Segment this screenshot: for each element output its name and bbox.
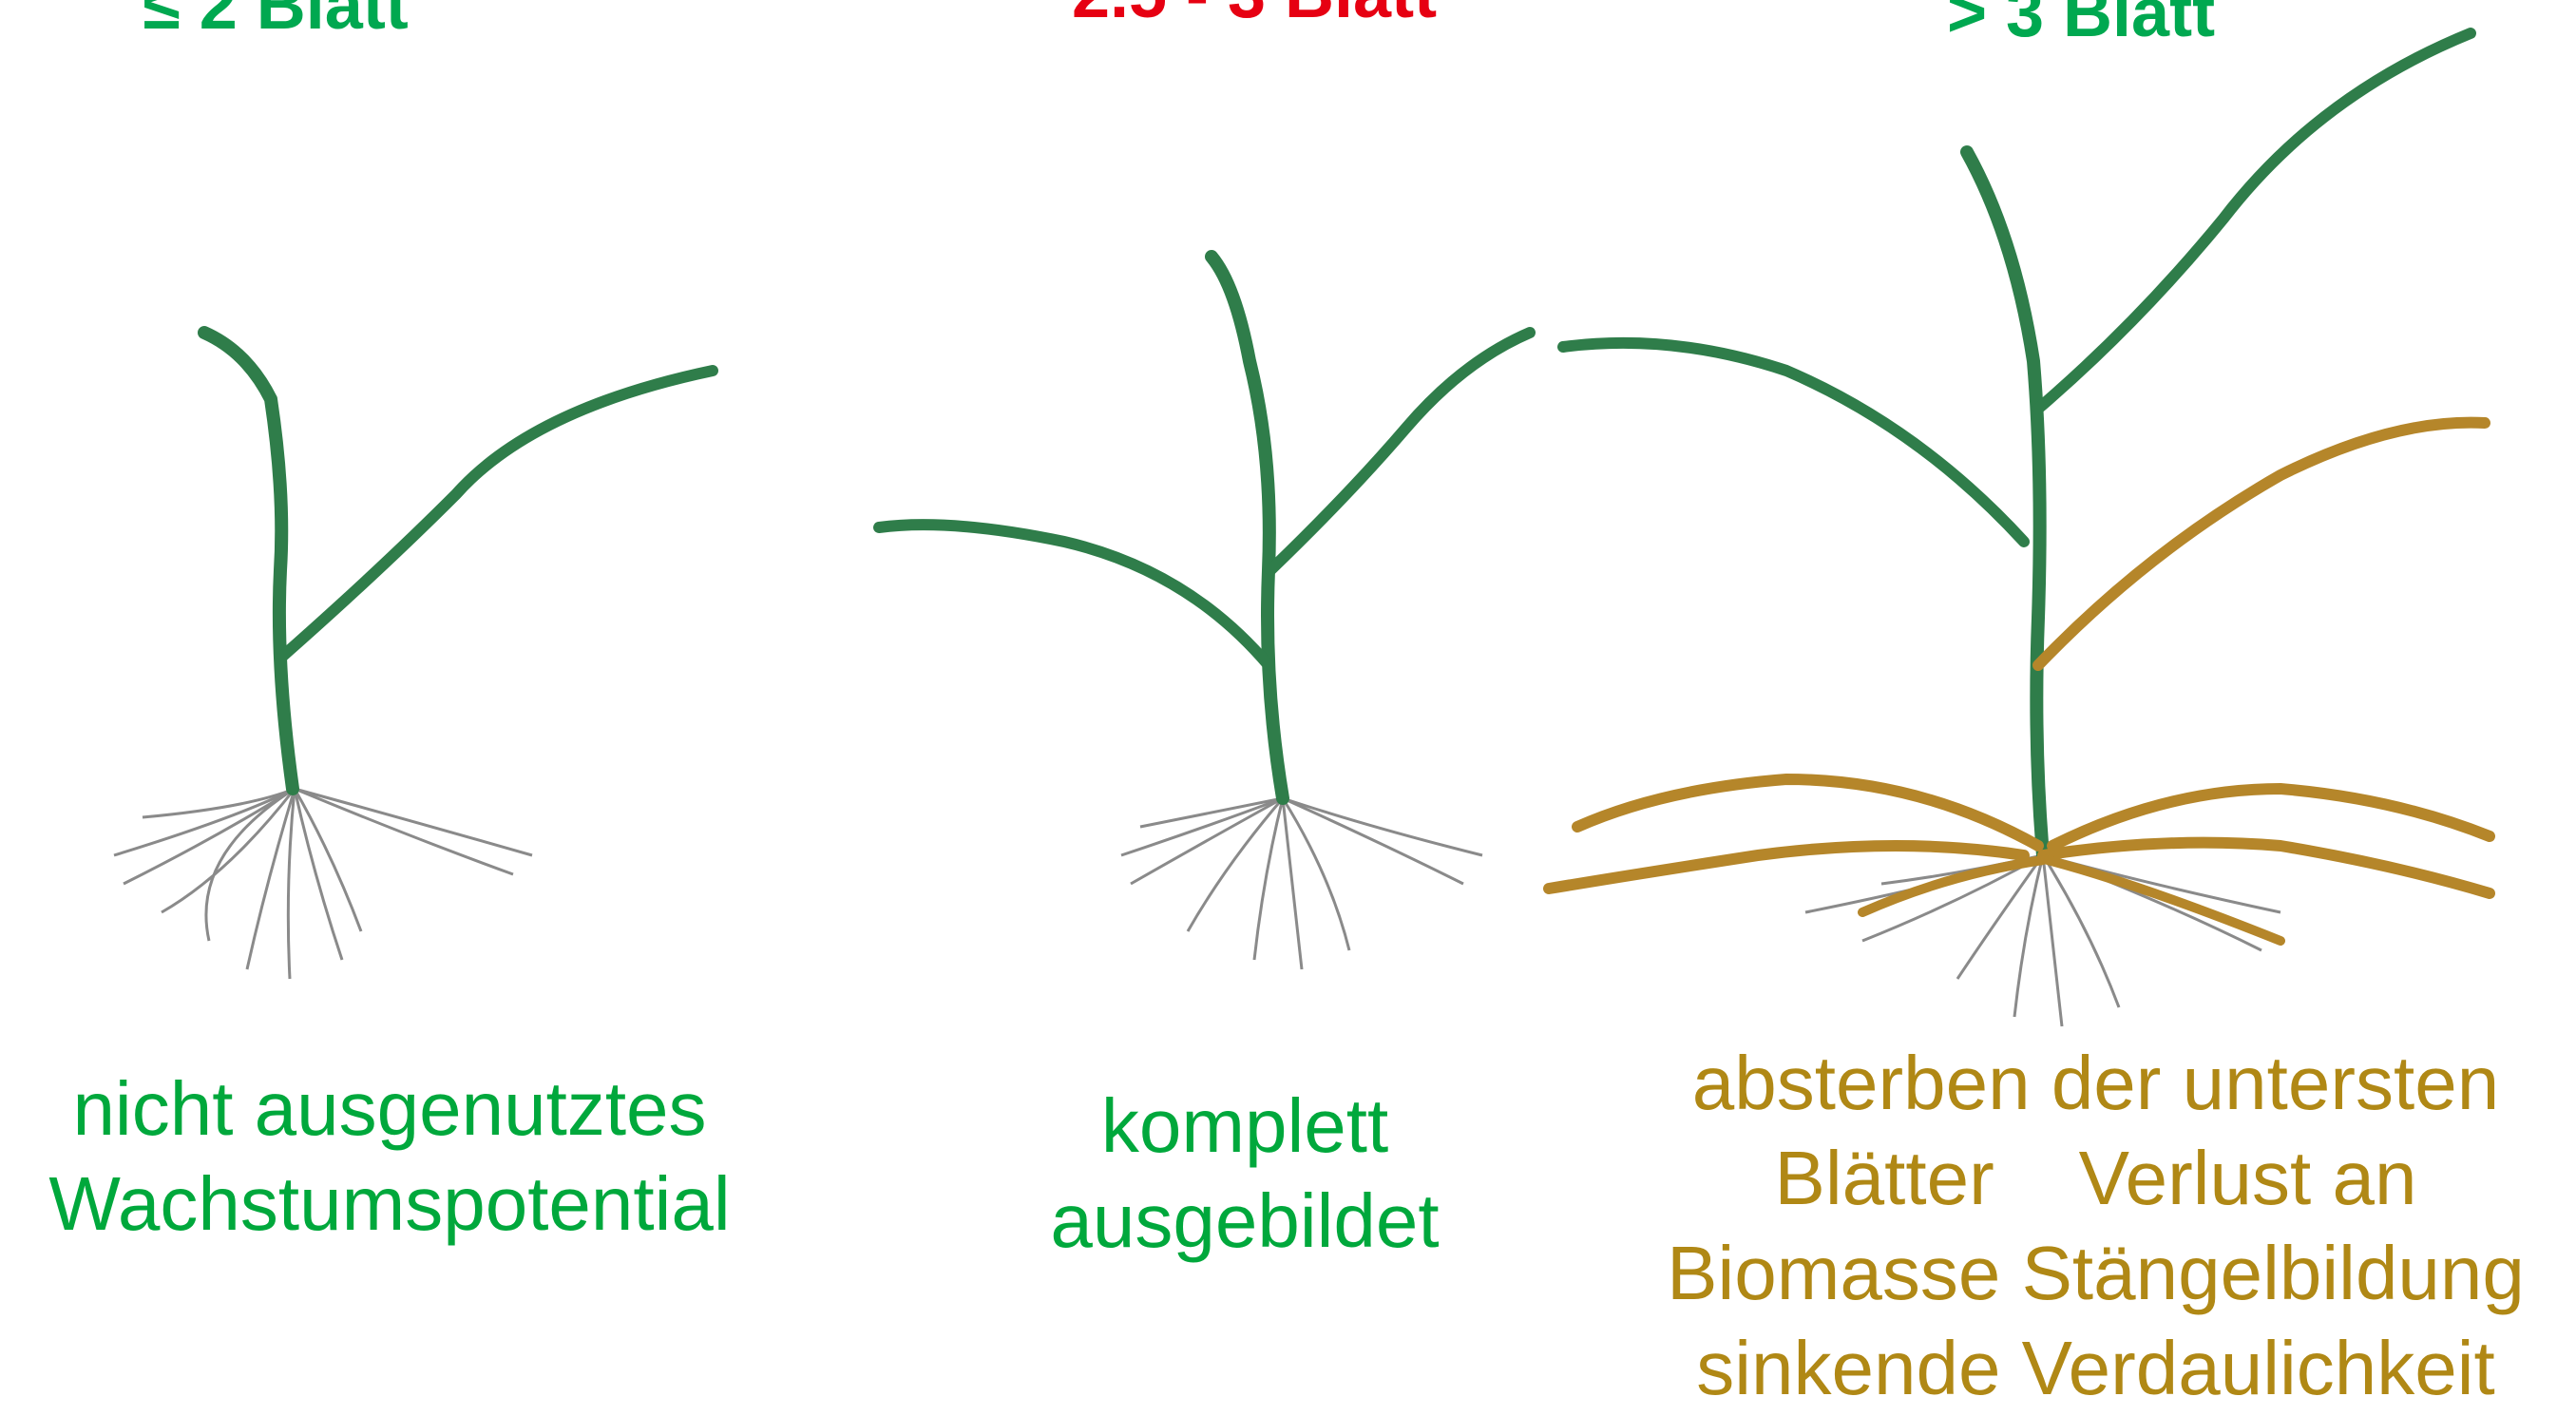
plant-3-dead-leaf <box>2048 860 2280 941</box>
plant-3-roots <box>1805 855 2280 1026</box>
plant-3-dead-leaf <box>1577 779 2038 846</box>
plant-2-illustration <box>879 257 1530 969</box>
plant-1-leaf <box>283 371 713 656</box>
plant-2-roots <box>1121 798 1482 969</box>
caption-line: absterben der untersten <box>1615 1036 2576 1131</box>
plant-1-illustration <box>114 333 713 979</box>
plant-3-right-leaf <box>2038 423 2485 665</box>
plant-2-right-leaf <box>1270 333 1530 570</box>
caption-line: komplett <box>998 1079 1492 1174</box>
caption-line: Blätter Verlust an <box>1615 1131 2576 1226</box>
plant-2-stem <box>1212 257 1283 798</box>
caption-line: sinkende Verdaulichkeit <box>1615 1321 2576 1416</box>
caption-line: Biomasse Stängelbildung <box>1615 1226 2576 1321</box>
stage-3-caption: absterben der untersten Blätter Verlust … <box>1615 1036 2576 1416</box>
caption-line: nicht ausgenutztes <box>0 1062 779 1157</box>
plant-1-roots <box>114 789 532 979</box>
plant-3-stem <box>1967 152 2043 855</box>
plant-3-dead-leaf <box>2043 843 2490 893</box>
plant-3-illustration <box>1549 33 2490 1026</box>
plant-3-left-leaf <box>1563 343 2024 542</box>
caption-line: Wachstumspotential <box>0 1157 779 1252</box>
plant-2-left-leaf <box>879 525 1269 665</box>
caption-line: ausgebildet <box>998 1174 1492 1269</box>
plant-3-dead-leaf <box>2052 789 2490 846</box>
plant-3-dead-leaf <box>1862 860 2043 912</box>
plant-1-stem <box>204 333 293 789</box>
stage-2-caption: komplett ausgebildet <box>998 1079 1492 1269</box>
plant-3-top-leaf <box>2038 33 2471 409</box>
stage-1-caption: nicht ausgenutztes Wachstumspotential <box>0 1062 779 1252</box>
